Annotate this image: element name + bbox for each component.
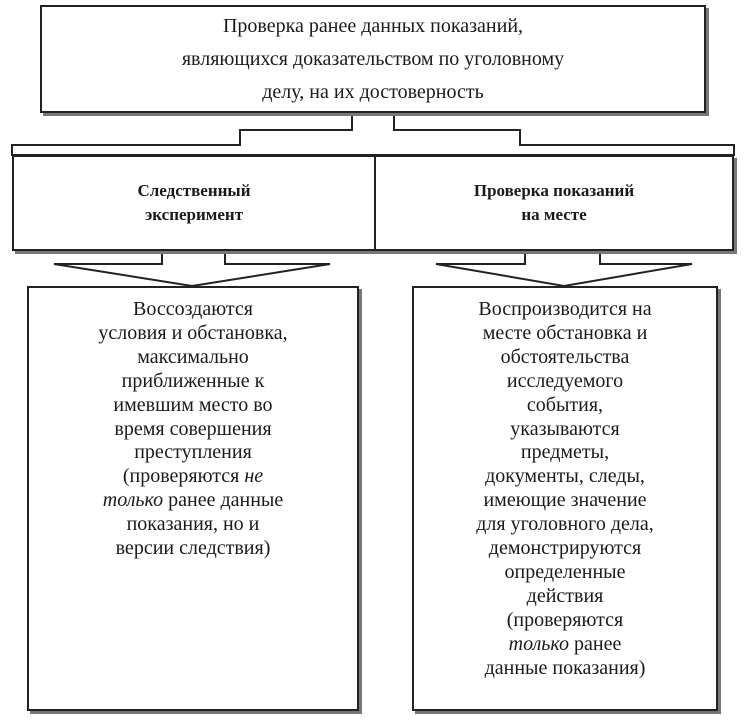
description-line: действия — [526, 584, 604, 607]
down-arrow-right — [435, 250, 693, 288]
description-line: события, — [526, 393, 604, 416]
description-line: версии следствия) — [115, 537, 271, 560]
description-line: имевшим место во — [113, 393, 273, 416]
main-task-line: Проверка ранее данных показаний, — [222, 14, 524, 37]
verification-description-box: Воспроизводится на месте обстановка и об… — [412, 286, 718, 711]
experiment-description-box: Воссоздаются условия и обстановка, макси… — [27, 286, 359, 711]
text-fragment: (проверяются — [122, 465, 245, 488]
description-line: месте обстановка и — [482, 321, 648, 344]
main-task-line: являющихся доказательством по уголовному — [181, 47, 565, 70]
description-line: только ранее данные — [103, 489, 283, 513]
description-line: данные показания) — [484, 656, 646, 679]
method-title-line: Следственный — [137, 181, 251, 200]
description-line: предметы, — [520, 441, 610, 464]
description-line: преступления — [134, 441, 252, 464]
method-title-line: Проверка показаний — [473, 181, 635, 200]
description-line: обстоятельства — [500, 345, 630, 368]
down-arrow-left — [53, 250, 331, 288]
method-title-line: на месте — [521, 205, 587, 224]
description-line: указываются — [510, 417, 620, 440]
description-line: исследуемого — [506, 369, 624, 392]
description-line: приближенные к — [121, 369, 265, 392]
italic-emphasis: только — [102, 489, 164, 512]
description-line: только ранее — [509, 633, 622, 657]
description-line: документы, следы, — [485, 465, 645, 488]
description-line: время совершения — [114, 417, 272, 440]
description-line: показания, но и — [126, 513, 260, 536]
main-task-line: делу, на их достоверность — [262, 80, 484, 103]
investigative-experiment-box: Следственный эксперимент — [12, 155, 376, 251]
on-site-verification-box: Проверка показаний на месте — [374, 155, 734, 251]
main-task-box: Проверка ранее данных показаний, являющи… — [40, 5, 706, 113]
split-arrow-top — [11, 112, 735, 156]
method-title-line: эксперимент — [144, 205, 244, 224]
description-line: имеющие значение — [483, 489, 647, 512]
italic-emphasis: только — [508, 632, 570, 655]
text-fragment: ранее данные — [163, 489, 284, 512]
description-line: (проверяются — [506, 608, 624, 631]
description-line: демонстрируются — [488, 537, 642, 560]
description-line: для уголовного дела, — [476, 513, 654, 536]
description-line: Воссоздаются — [133, 298, 253, 320]
description-line: (проверяются не — [123, 465, 263, 489]
description-line: Воспроизводится на — [478, 298, 652, 320]
italic-emphasis: не — [244, 465, 264, 488]
description-line: определенные — [504, 560, 626, 583]
description-line: максимально — [137, 345, 249, 368]
description-line: условия и обстановка, — [98, 321, 288, 344]
text-fragment: ранее — [569, 632, 622, 655]
